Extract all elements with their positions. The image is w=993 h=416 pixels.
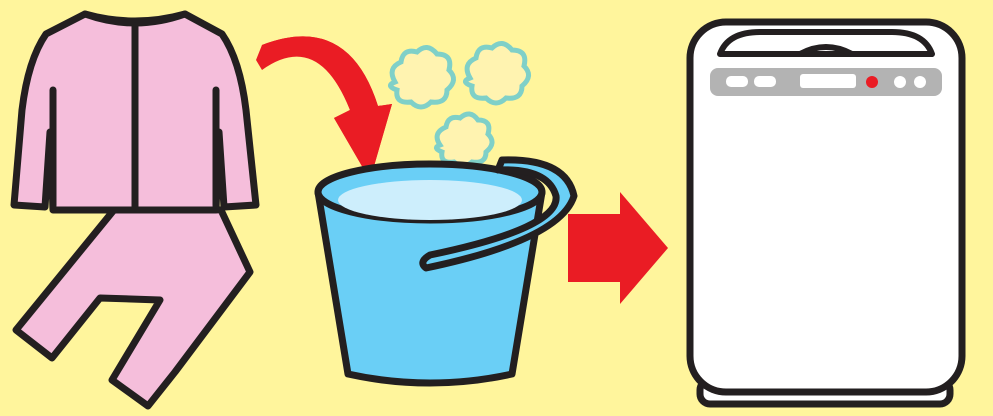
pajama-shirt: [14, 14, 256, 210]
machine-lid: [720, 32, 932, 54]
steam-icon: [390, 43, 528, 166]
panel-knob: [914, 76, 926, 88]
panel-button: [726, 76, 748, 87]
steam-puff: [390, 47, 453, 107]
curved-arrow-icon: [256, 36, 392, 180]
pajamas-icon: [14, 14, 256, 406]
bucket-hot-water-icon: [318, 160, 574, 383]
panel-button: [754, 76, 776, 87]
steam-puff: [436, 114, 492, 166]
pajama-pants: [16, 205, 250, 406]
right-arrow-icon: [568, 192, 668, 304]
power-lamp: [866, 76, 878, 88]
bucket-water: [338, 180, 522, 220]
steam-puff: [465, 43, 528, 103]
washing-machine-icon: [690, 22, 962, 404]
display-window: [800, 74, 856, 88]
panel-knob: [894, 76, 906, 88]
